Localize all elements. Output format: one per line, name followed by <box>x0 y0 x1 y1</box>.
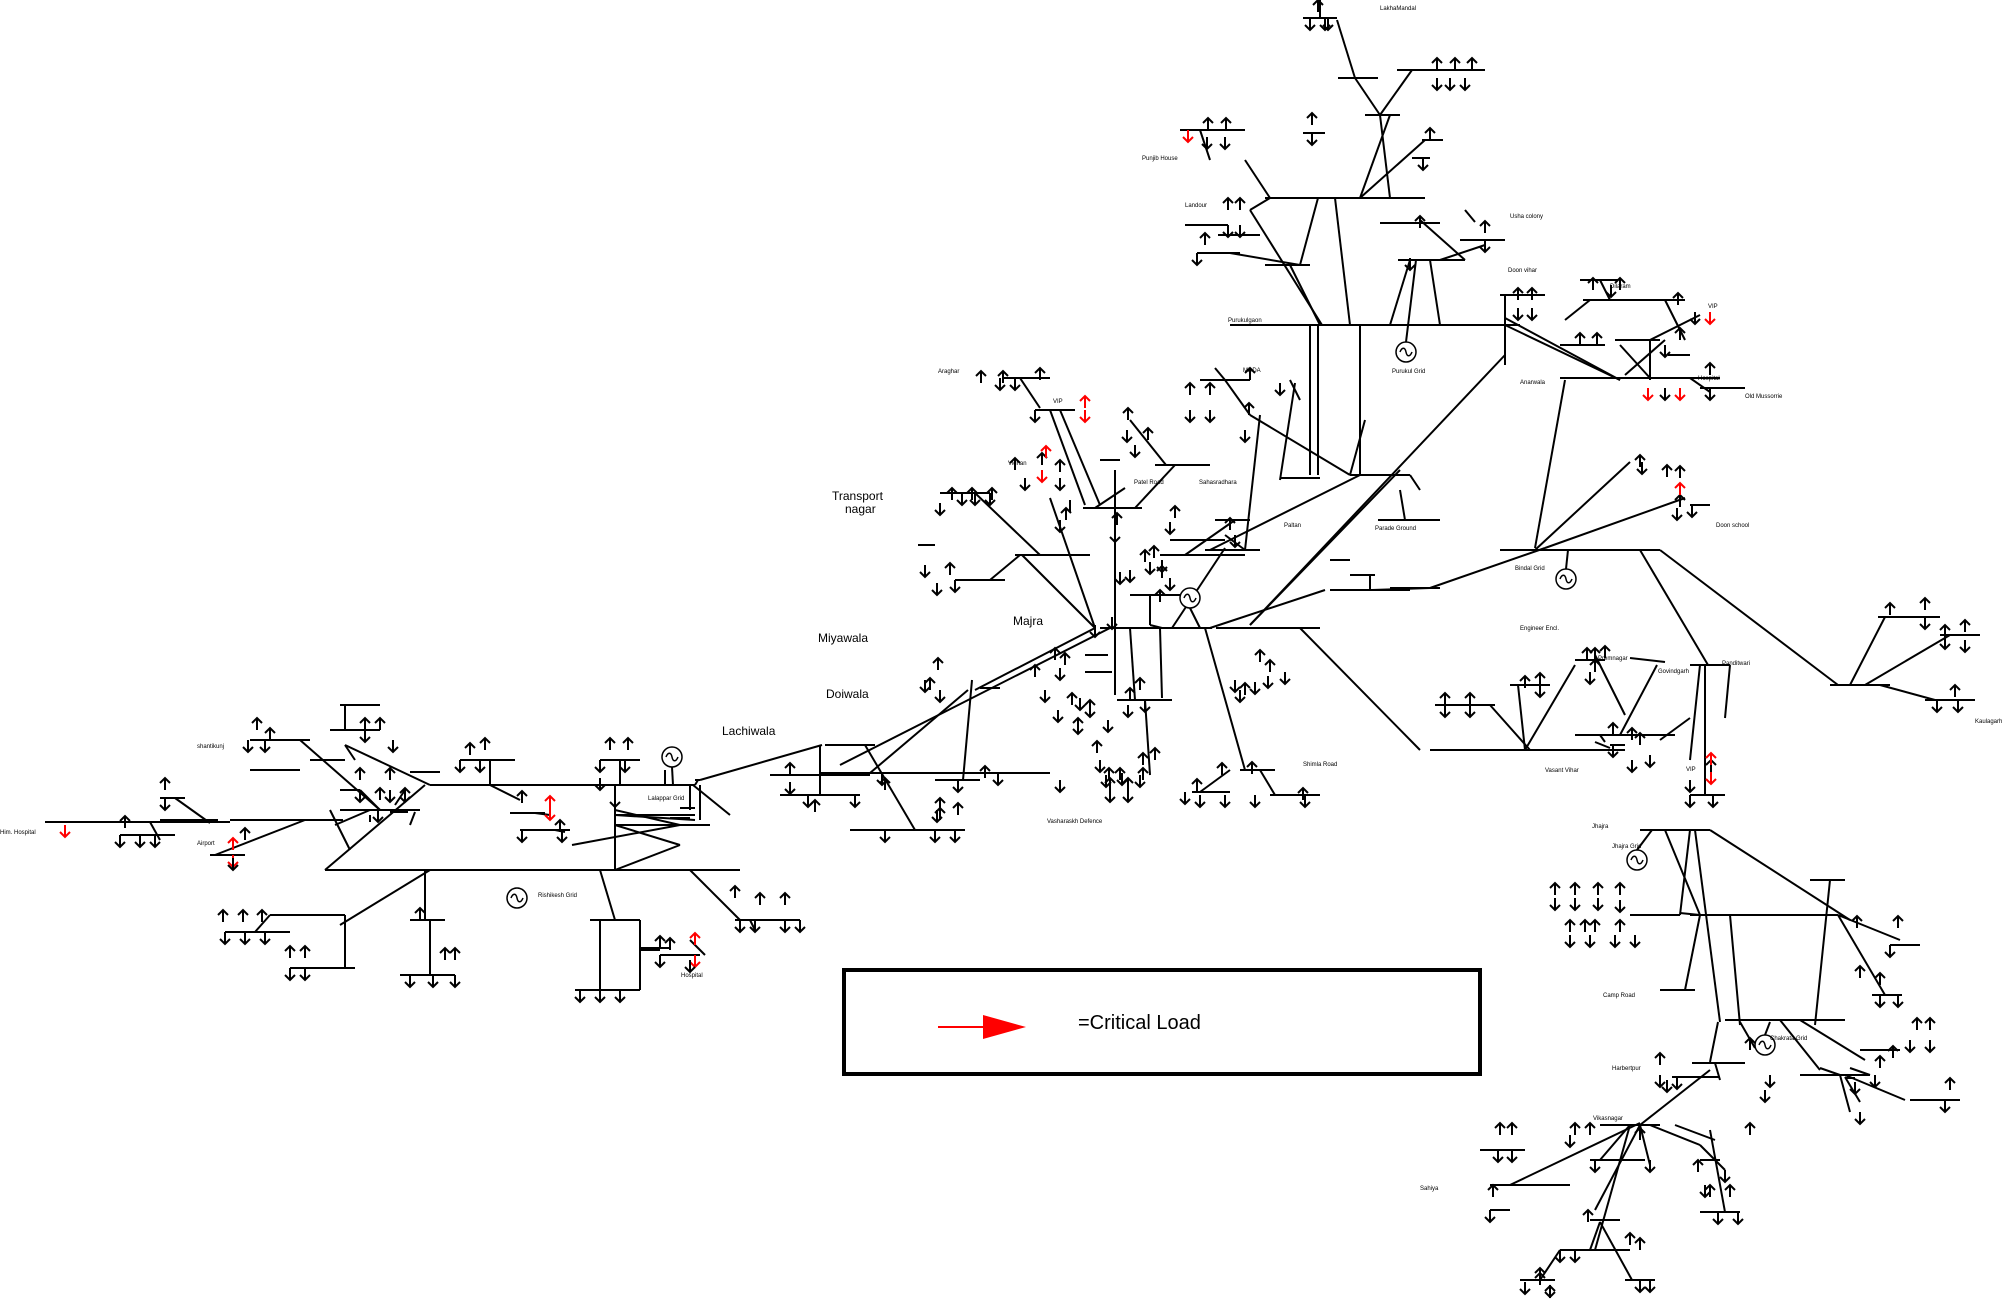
label-doiwala: Doiwala <box>826 687 869 701</box>
label-purukul-grid: Purukul Grid <box>1392 369 1425 375</box>
node-labels: LakhaMandal Punjib House Landour Usha co… <box>0 6 2002 1192</box>
critical-load-arrow-icon <box>938 1015 1026 1039</box>
label-lakhamandal: LakhaMandal <box>1380 6 1416 12</box>
label-patel-road: Patel Road <box>1134 480 1164 486</box>
label-usha-colony: Usha colony <box>1510 214 1543 220</box>
label-shimla-road: Shimla Road <box>1303 762 1337 768</box>
label-lachiwala: Lachiwala <box>722 724 776 738</box>
label-kaulagarh: Kaulagarh <box>1975 719 2002 725</box>
label-lalappar-grid: Lalappar Grid <box>648 796 684 802</box>
label-harbertpur: Harbertpur <box>1612 1066 1641 1072</box>
label-premnagar: Premnagar <box>1598 656 1628 662</box>
label-panditwari: Panditwari <box>1722 661 1750 667</box>
label-vip-2: VIP <box>1053 399 1063 405</box>
label-transport-nagar-text: Transport <box>832 489 884 503</box>
label-parade-ground: Parade Ground <box>1375 526 1416 532</box>
label-hospital-1: Hospital <box>1698 376 1720 382</box>
legend: =Critical Load <box>842 968 1482 1076</box>
label-vip-3: VIP <box>1686 767 1696 773</box>
east-network <box>1430 454 1980 808</box>
label-old-mussorrie: Old Mussorrie <box>1745 394 1783 400</box>
label-mdda: MDDA <box>1243 368 1261 374</box>
label-doon-school: Doon school <box>1716 523 1749 529</box>
label-sahasradhara: Sahasradhara <box>1199 480 1237 486</box>
label-transport-nagar: Transport nagar <box>832 489 886 516</box>
label-landour: Landour <box>1185 203 1207 209</box>
label-dilaram: Dilaram <box>1610 284 1631 290</box>
label-vikasnagar: Vikasnagar <box>1593 1116 1623 1122</box>
label-chakrata-grid: Chakrata Grid <box>1770 1036 1807 1042</box>
label-vidhan: Vidhan <box>1008 461 1027 467</box>
label-anarwala: Anarwala <box>1520 380 1546 386</box>
central-network <box>820 367 1546 823</box>
label-paltan: Paltan <box>1284 523 1301 529</box>
label-punjib-house: Punjib House <box>1142 156 1178 162</box>
north-network <box>1180 0 1745 626</box>
label-rishikesh-grid: Rishikesh Grid <box>538 893 577 899</box>
label-engineer-encl: Engineer Encl. <box>1520 626 1559 632</box>
label-bindal-grid: Bindal Grid <box>1515 566 1545 572</box>
label-camp-road: Camp Road <box>1603 993 1635 999</box>
label-jhajra-grid: Jhajra Grid <box>1612 844 1641 850</box>
label-shantikunj: shantikunj <box>197 744 224 750</box>
label-purukulgaon: Purukulgaon <box>1228 318 1262 324</box>
legend-text: =Critical Load <box>1078 1012 1201 1034</box>
label-govindgarh: Govindgarh <box>1658 669 1689 675</box>
label-vasharaskh-defence: Vasharaskh Defence <box>1047 819 1103 825</box>
label-majra: Majra <box>1013 614 1043 628</box>
label-transport-nagar-line2: nagar <box>845 502 876 516</box>
label-doon-vihar: Doon vihar <box>1508 268 1537 274</box>
label-jhajra: Jhajra <box>1592 824 1609 830</box>
label-airport: Airport <box>197 841 215 847</box>
southeast-network <box>1480 829 1960 1299</box>
label-vasant-vihar: Vasant Vihar <box>1545 768 1579 774</box>
west-network <box>45 704 965 1003</box>
label-hospital-2: Hospital <box>681 973 703 979</box>
label-him-hospital: Him. Hospital <box>0 830 36 836</box>
label-miyawala: Miyawala <box>818 631 868 645</box>
label-araghar: Araghar <box>938 369 959 375</box>
label-sahiya: Sahiya <box>1420 1186 1439 1192</box>
label-vip-1: VIP <box>1708 304 1718 310</box>
